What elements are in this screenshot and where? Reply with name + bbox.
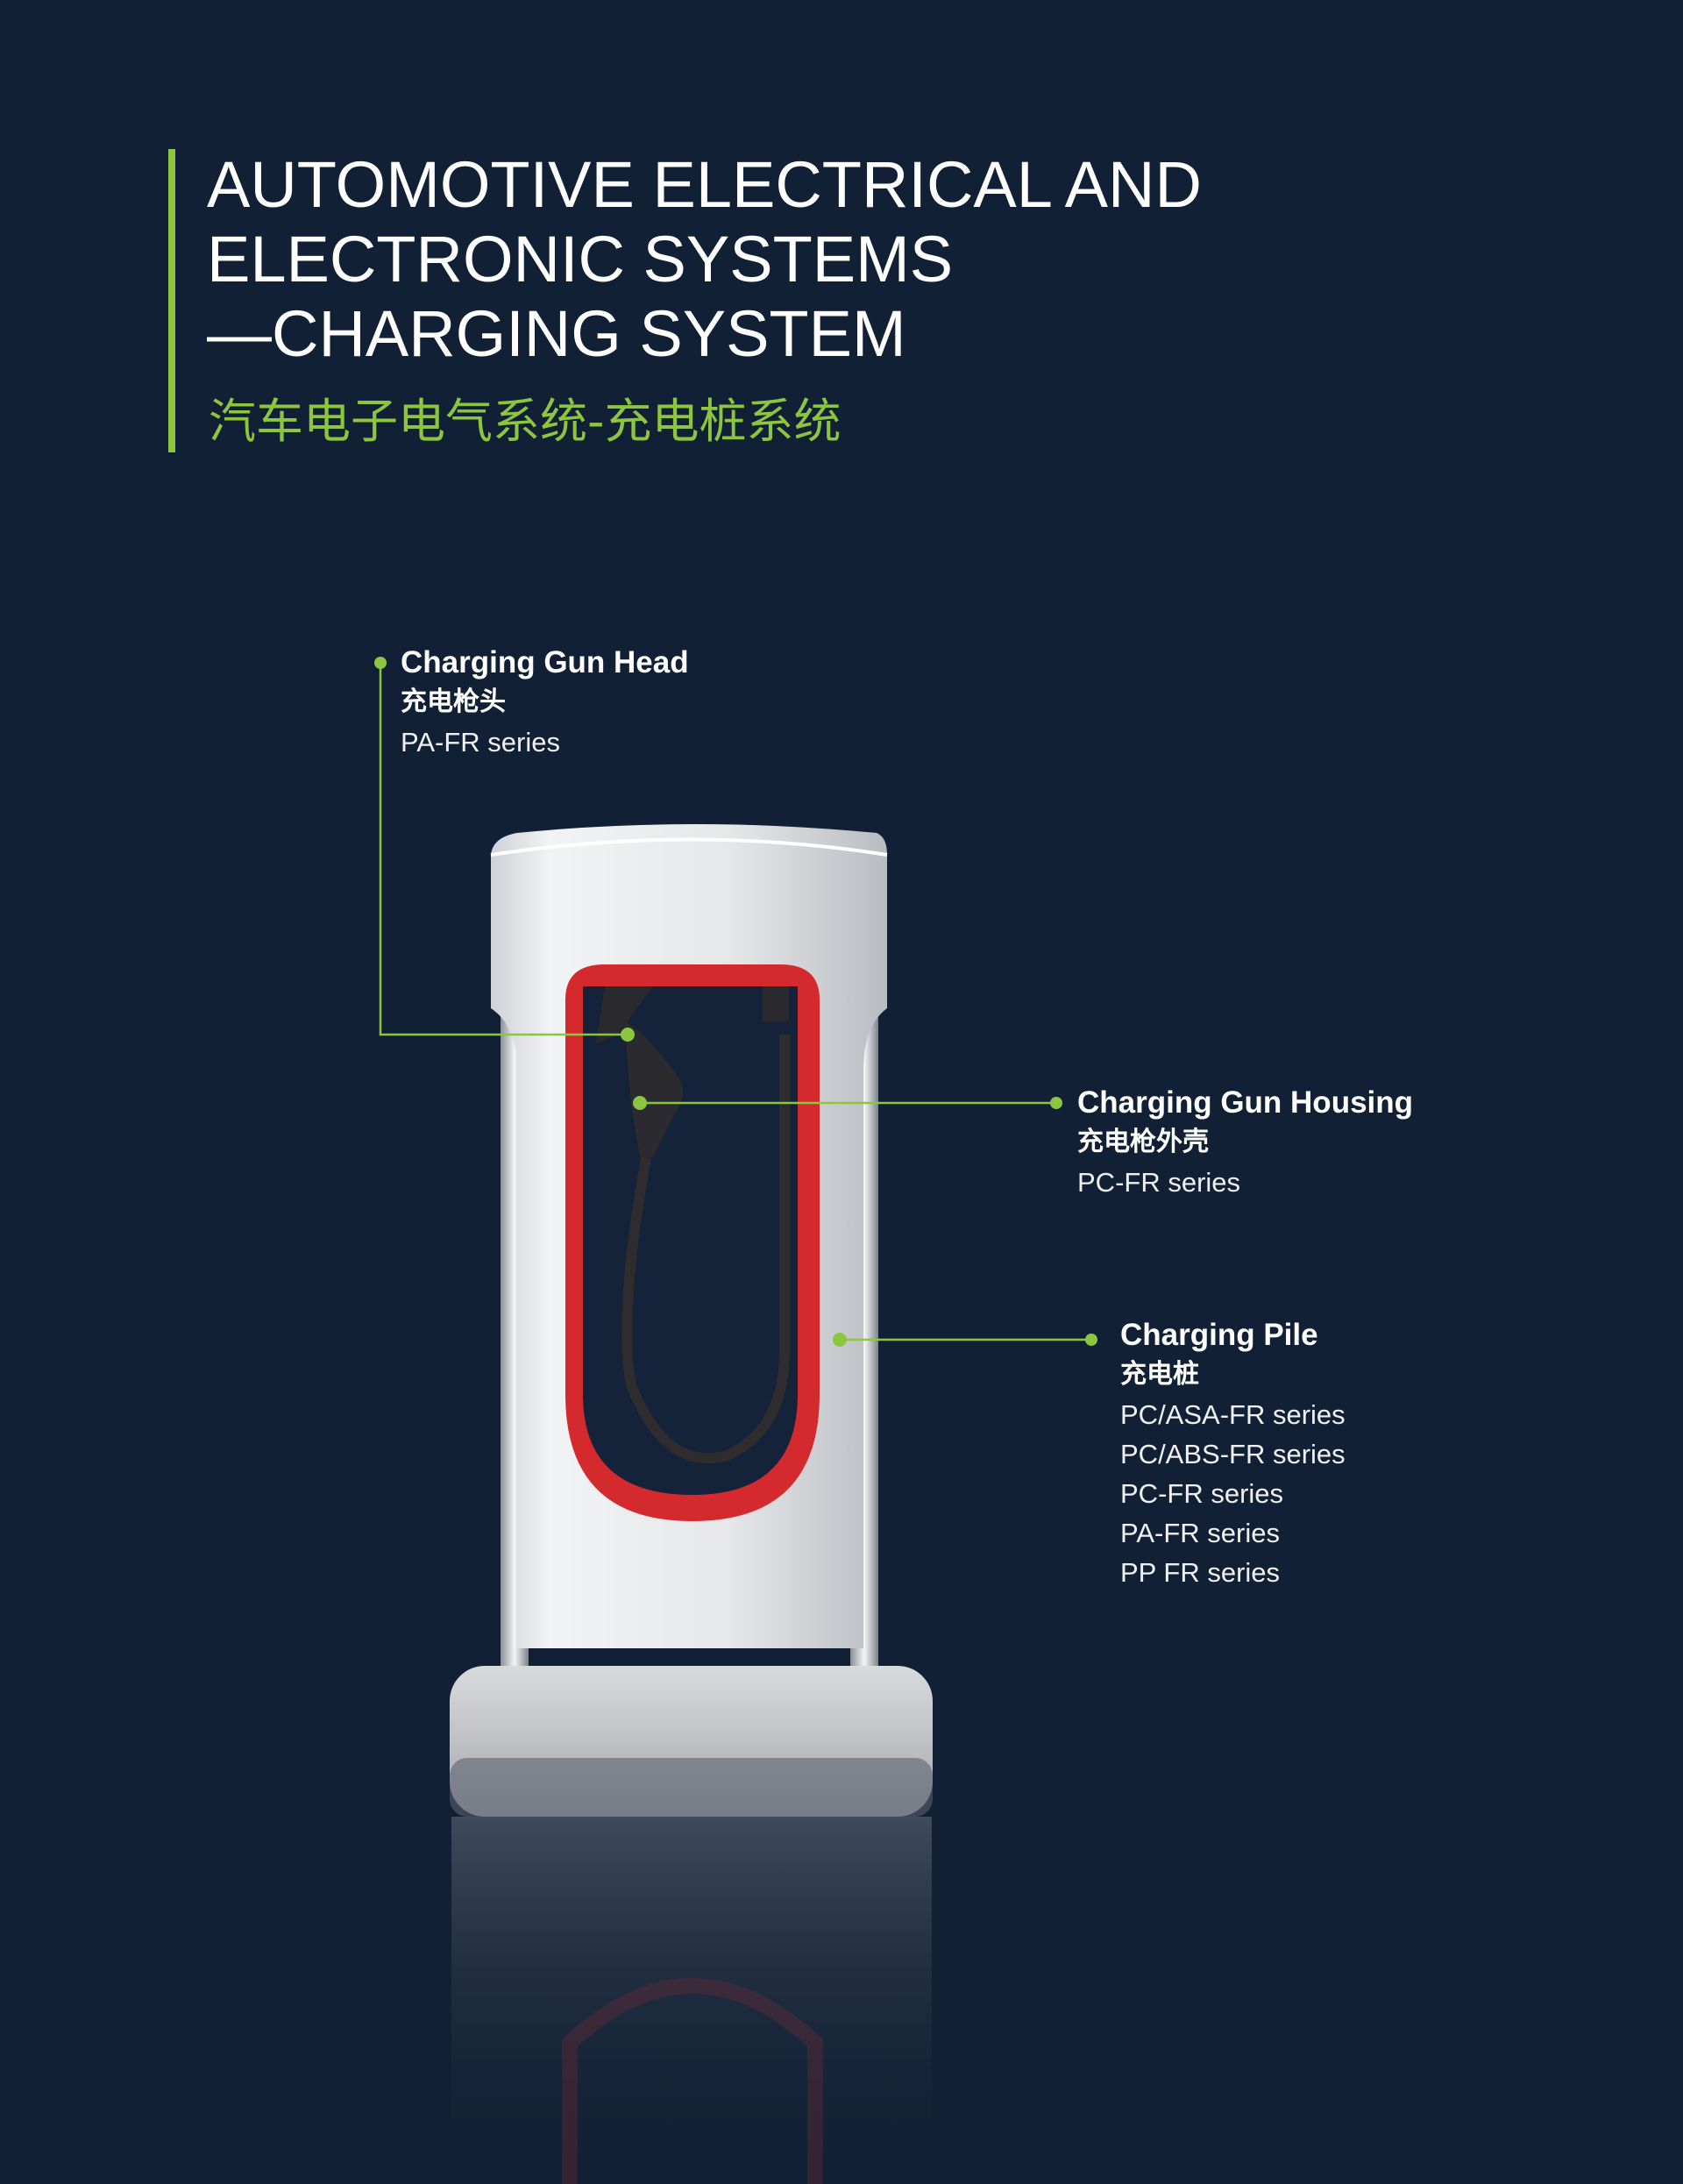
page-title: AUTOMOTIVE ELECTRICAL AND ELECTRONIC SYS…: [207, 147, 1202, 371]
title-line-3: —CHARGING SYSTEM: [207, 297, 906, 370]
title-line-2: ELECTRONIC SYSTEMS: [207, 223, 954, 295]
material-item: PP FR series: [1120, 1557, 1281, 1588]
callout-dots: [374, 657, 1097, 1347]
title-line-1: AUTOMOTIVE ELECTRICAL AND: [207, 148, 1202, 221]
callout-leader-lines: [379, 663, 1091, 1341]
callout-title: Charging Pile: [1120, 1318, 1318, 1352]
callout-title-zh: 充电枪头: [401, 687, 506, 717]
callout-title: Charging Gun Head: [401, 645, 689, 679]
title-accent-bar: [168, 149, 175, 452]
material-item: PC-FR series: [1077, 1167, 1241, 1198]
material-item: PC/ABS-FR series: [1120, 1439, 1346, 1469]
callout-title: Charging Gun Housing: [1077, 1085, 1414, 1120]
material-item: PA-FR series: [401, 727, 561, 758]
page-subtitle-zh: 汽车电子电气系统-充电桩系统: [209, 394, 842, 449]
callout-gun-head: Charging Gun Head 充电枪头 PA-FR series: [401, 644, 689, 762]
callout-gun-housing: Charging Gun Housing 充电枪外壳 PC-FR series: [1077, 1084, 1413, 1202]
callout-title-zh: 充电桩: [1120, 1359, 1199, 1390]
charging-cable: [621, 1035, 790, 1464]
callout-title-zh: 充电枪外壳: [1077, 1127, 1209, 1157]
material-item: PA-FR series: [1120, 1518, 1281, 1548]
callout-charging-pile: Charging Pile 充电桩 PC/ASA-FR series PC/AB…: [1120, 1316, 1346, 1592]
material-item: PC/ASA-FR series: [1120, 1399, 1346, 1430]
material-item: PC-FR series: [1120, 1478, 1284, 1509]
floor-reflection: [451, 1817, 932, 2184]
charging-gun-icon: [624, 1021, 683, 1157]
